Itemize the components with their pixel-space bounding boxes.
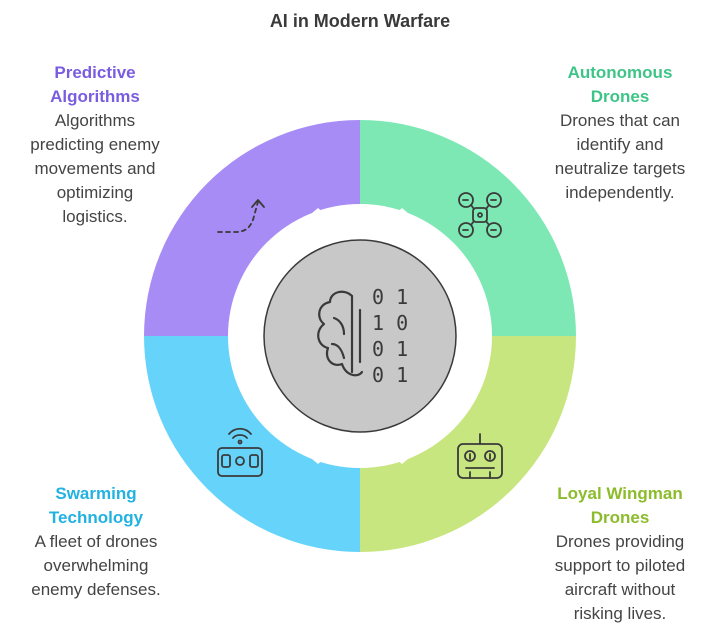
section-predictive-algorithms: Predictive Algorithms Algorithms predict… [20, 61, 170, 229]
description-line: predicting enemy [30, 135, 160, 154]
description-line: enemy defenses. [31, 580, 161, 599]
ring-notches [280, 208, 440, 464]
binary-row: 0 1 [372, 337, 408, 361]
ai-brain-binary-icon [317, 290, 364, 377]
notch-bottom-right [384, 410, 440, 464]
section-swarming-technology: Swarming Technology A fleet of drones ov… [15, 482, 177, 602]
section-description: Drones providing support to piloted airc… [535, 530, 705, 626]
description-line: overwhelming [43, 556, 149, 575]
section-loyal-wingman-drones: Loyal Wingman Drones Drones providing su… [535, 482, 705, 626]
heading-line: Autonomous [567, 63, 673, 82]
notch-top-left [280, 208, 336, 262]
binary-row: 1 0 [372, 311, 408, 335]
description-line: aircraft without [564, 580, 676, 599]
description-line: Drones that can [559, 111, 680, 130]
binary-row: 0 1 [372, 285, 408, 309]
heading-line: Technology [48, 508, 144, 527]
description-line: support to piloted [554, 556, 686, 575]
section-description: Algorithms predicting enemy movements an… [20, 109, 170, 229]
heading-line: Predictive [54, 63, 136, 82]
description-line: A fleet of drones [34, 532, 158, 551]
notch-bottom-left [280, 410, 336, 464]
section-heading: Predictive Algorithms [20, 61, 170, 109]
heading-line: Loyal Wingman [557, 484, 683, 503]
section-description: Drones that can identify and neutralize … [535, 109, 705, 205]
heading-line: Algorithms [50, 87, 140, 106]
growth-arrow-icon [217, 199, 265, 233]
description-line: independently. [565, 183, 675, 202]
description-line: identify and [576, 135, 664, 154]
notch-top-right [384, 208, 440, 262]
page-title: AI in Modern Warfare [269, 11, 451, 31]
section-heading: Loyal Wingman Drones [535, 482, 705, 530]
description-line: neutralize targets [554, 159, 686, 178]
section-heading: Autonomous Drones [535, 61, 705, 109]
heading-line: Drones [590, 508, 650, 527]
description-line: logistics. [62, 207, 128, 226]
remote-controller-icon [457, 433, 503, 479]
description-line: Drones providing [555, 532, 685, 551]
section-autonomous-drones: Autonomous Drones Drones that can identi… [535, 61, 705, 205]
description-line: Algorithms [54, 111, 136, 130]
binary-digits: 0 1 1 0 0 1 0 1 [372, 285, 408, 387]
wireless-controller-icon [217, 427, 263, 477]
binary-row: 0 1 [372, 363, 408, 387]
heading-line: Swarming [55, 484, 137, 503]
quadcopter-drone-icon [458, 192, 502, 238]
section-description: A fleet of drones overwhelming enemy def… [15, 530, 177, 602]
description-line: optimizing [56, 183, 134, 202]
description-line: movements and [34, 159, 156, 178]
description-line: risking lives. [573, 604, 667, 623]
heading-line: Drones [590, 87, 650, 106]
section-heading: Swarming Technology [15, 482, 177, 530]
